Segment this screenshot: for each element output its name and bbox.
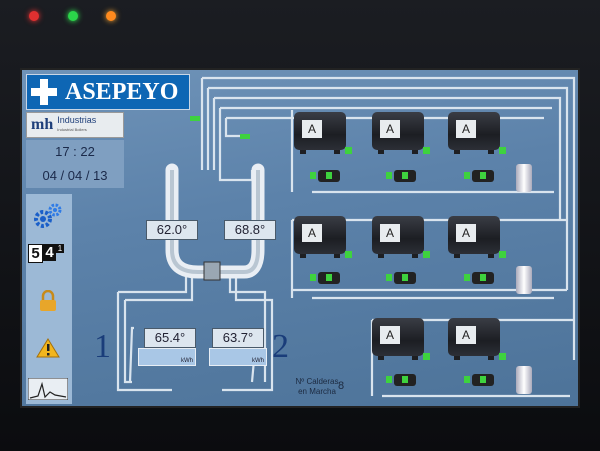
boiler-6[interactable]: A <box>448 214 506 260</box>
pipe-collector-feed <box>200 78 254 182</box>
warning-icon[interactable] <box>36 338 60 358</box>
collector-temp-left: 62.0° <box>146 220 198 240</box>
trend-chart-icon[interactable] <box>28 378 68 400</box>
boiler-status-icon <box>499 147 506 154</box>
calderas-label-line2: en Marcha <box>298 387 336 396</box>
calderas-label-line1: Nº Calderas <box>295 377 339 386</box>
pump-6[interactable] <box>462 270 500 286</box>
pipe-circuit-4 <box>228 266 267 382</box>
boiler-label: A <box>380 224 400 242</box>
calderas-count: 8 <box>338 380 345 392</box>
boiler-label: A <box>302 120 322 138</box>
brand-cross-icon <box>31 79 57 105</box>
pump-5[interactable] <box>384 270 422 286</box>
expansion-tank-2[interactable] <box>516 266 532 294</box>
partner-mark-icon: mh <box>31 116 54 133</box>
pump-3[interactable] <box>462 168 500 184</box>
boiler-status-icon <box>345 251 352 258</box>
digit-2: 4 <box>43 244 56 261</box>
clock-date: 04 / 04 / 13 <box>42 168 108 183</box>
brand-name: ASEPEYO <box>65 78 179 105</box>
boiler-7[interactable]: A <box>372 316 430 362</box>
piping-diagram <box>116 76 576 398</box>
clock-time: 17 : 22 <box>55 144 95 159</box>
pump-2[interactable] <box>384 168 422 184</box>
pump-1[interactable] <box>308 168 346 184</box>
expansion-tank-1[interactable] <box>516 164 532 192</box>
pump-7[interactable] <box>384 372 422 388</box>
gears-icon[interactable] <box>32 202 64 230</box>
pipe-header-1 <box>202 76 576 360</box>
boiler-4[interactable]: A <box>294 214 352 260</box>
boiler-label: A <box>456 326 476 344</box>
circuit-2-number: 2 <box>272 328 289 365</box>
circuit-2-energy: kWh <box>209 348 267 366</box>
digits-display-icon[interactable]: 5 4 1 <box>28 244 64 263</box>
boiler-status-icon <box>423 147 430 154</box>
valve-indicator-icon <box>190 116 200 121</box>
digit-superscript: 1 <box>56 244 64 253</box>
lock-icon[interactable] <box>38 290 58 312</box>
status-led-red <box>29 11 39 21</box>
side-nav: 5 4 1 <box>26 194 72 404</box>
pump-4[interactable] <box>308 270 346 286</box>
calderas-label: Nº Calderas en Marcha <box>272 377 362 397</box>
partner-name: Industrias <box>57 115 97 125</box>
boiler-status-icon <box>499 353 506 360</box>
boiler-label: A <box>380 120 400 138</box>
collector-valve <box>203 261 221 281</box>
boiler-3[interactable]: A <box>448 110 506 156</box>
boiler-label: A <box>456 224 476 242</box>
pump-8[interactable] <box>462 372 500 388</box>
boiler-8[interactable]: A <box>448 316 506 362</box>
pipe-circuit-3 <box>222 266 274 392</box>
boiler-label: A <box>302 224 322 242</box>
boiler-status-icon <box>499 251 506 258</box>
boiler-label: A <box>380 326 400 344</box>
circuit-2-temp: 63.7° <box>212 328 264 348</box>
boiler-status-icon <box>423 353 430 360</box>
clock-panel: 17 : 22 04 / 04 / 13 <box>26 140 124 188</box>
digit-1: 5 <box>28 244 43 263</box>
boiler-2[interactable]: A <box>372 110 430 156</box>
boiler-status-icon <box>423 251 430 258</box>
status-led-orange <box>106 11 116 21</box>
pipe-header-3 <box>214 96 562 220</box>
circuit-1-temp: 65.4° <box>144 328 196 348</box>
circuit-1-energy: kWh <box>138 348 196 366</box>
expansion-tank-3[interactable] <box>516 366 532 394</box>
collector-temp-right: 68.8° <box>224 220 276 240</box>
pipe-row-links <box>290 110 574 396</box>
brand-logo: ASEPEYO <box>26 74 190 110</box>
valve-indicator-icon <box>240 134 250 139</box>
pipe-header-2 <box>208 86 569 290</box>
boiler-status-icon <box>345 147 352 154</box>
boiler-5[interactable]: A <box>372 214 430 260</box>
status-led-green <box>68 11 78 21</box>
boiler-label: A <box>456 120 476 138</box>
boiler-1[interactable]: A <box>294 110 352 156</box>
partner-subtitle: Industrial Boilers <box>57 127 87 132</box>
circuit-1-number: 1 <box>94 328 111 365</box>
